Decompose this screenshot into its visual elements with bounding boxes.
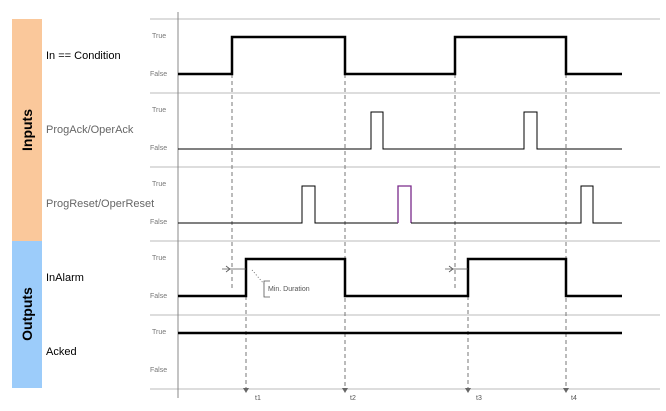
time-label-t3: t3 [476, 395, 482, 402]
time-label-t4: t4 [571, 395, 577, 402]
time-label-t1: t1 [255, 395, 261, 402]
row-separators [150, 18, 660, 390]
inputs-band [12, 19, 42, 241]
inputs-label: Inputs [19, 109, 35, 151]
time-markers [231, 74, 567, 390]
signal-condition [178, 35, 622, 76]
signal-progreset [178, 185, 398, 224]
signal-progreset-end [411, 185, 622, 224]
signal-progack [178, 111, 622, 150]
true-label-condition: True [152, 33, 166, 40]
time-label-t2: t2 [350, 395, 356, 402]
signal-progreset-purple [397, 185, 412, 223]
arrowheads [243, 388, 569, 393]
true-label-progack: True [152, 107, 166, 114]
outputs-label: Outputs [19, 287, 35, 341]
false-label-condition: False [150, 71, 167, 78]
outputs-band [12, 241, 42, 388]
row-label-progack: ProgAck/OperAck [46, 124, 134, 136]
true-label-acked: True [152, 329, 166, 336]
false-label-inalarm: False [150, 293, 167, 300]
true-label-inalarm: True [152, 255, 166, 262]
min-duration-markers [222, 265, 468, 298]
row-label-progreset: ProgReset/OperReset [46, 198, 154, 210]
row-label-inalarm: InAlarm [46, 272, 84, 284]
row-label-acked: Acked [46, 346, 77, 358]
true-label-progreset: True [152, 181, 166, 188]
row-label-condition: In == Condition [46, 50, 121, 62]
signal-inalarm [178, 257, 622, 298]
false-label-progack: False [150, 145, 167, 152]
signals [178, 35, 622, 335]
false-label-acked: False [150, 367, 167, 374]
min-duration-label: Min. Duration [268, 286, 310, 293]
false-label-progreset: False [150, 219, 167, 226]
